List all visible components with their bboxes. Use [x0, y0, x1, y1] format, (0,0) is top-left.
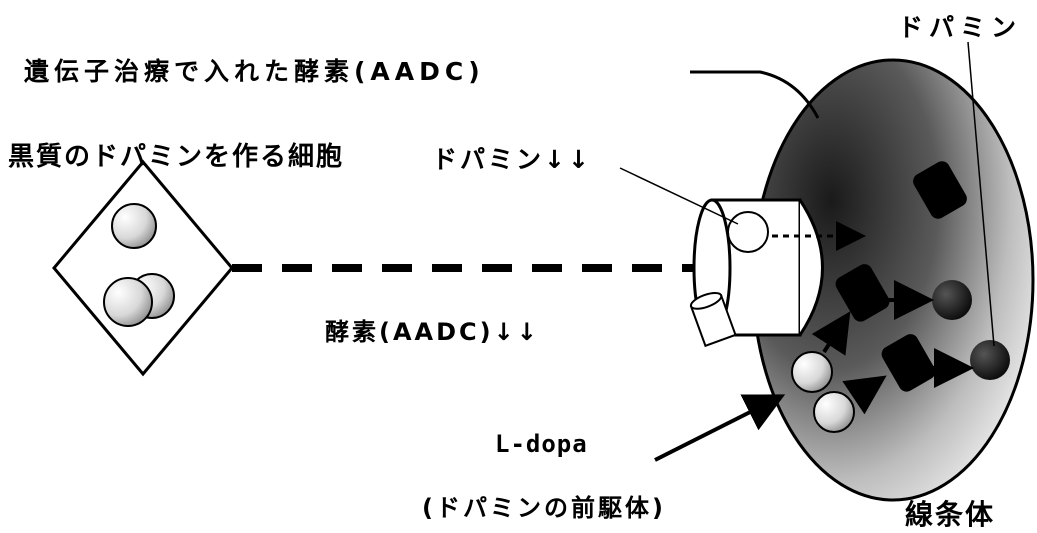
enzyme-cylinder-small — [689, 292, 737, 348]
label-ldopa: L-dopa — [495, 430, 588, 458]
enzyme-cylinder — [881, 334, 936, 392]
label-dopamine: ドパミン — [898, 13, 1023, 42]
leader-dopamine-top — [967, 41, 995, 347]
substantia-nigra-cell — [52, 159, 234, 377]
label-substantia-nigra-cells: 黒質のドパミンを作る細胞 — [8, 142, 345, 172]
ldopa-ball — [813, 391, 855, 433]
conversion-arrow — [842, 375, 887, 415]
label-dopamine-precursor: (ドパミンの前駆体) — [422, 494, 666, 522]
leader-dopamine-down — [619, 167, 739, 225]
ldopa-arrow — [654, 394, 786, 462]
enzyme-cylinder — [913, 161, 967, 219]
label-dopamine-decreased: ドパミン↓↓ — [432, 145, 592, 174]
label-enzyme-gene-therapy: 遺伝子治療で入れた酵素(AADC) — [24, 57, 485, 86]
label-striatum: 線条体 — [905, 498, 996, 531]
enzyme-cylinder — [835, 264, 890, 322]
terminal-vesicle — [727, 211, 769, 253]
dopamine-ball — [970, 340, 1010, 380]
ldopa-ball — [791, 351, 833, 393]
vesicle — [103, 277, 153, 327]
neuron-terminal — [692, 198, 824, 338]
vesicle — [111, 203, 157, 249]
leader-enzyme-gene — [690, 70, 820, 119]
conversion-arrow — [811, 311, 851, 356]
dopamine-ball — [932, 280, 972, 320]
label-enzyme-decreased: 酵素(AADC)↓↓ — [325, 318, 540, 346]
